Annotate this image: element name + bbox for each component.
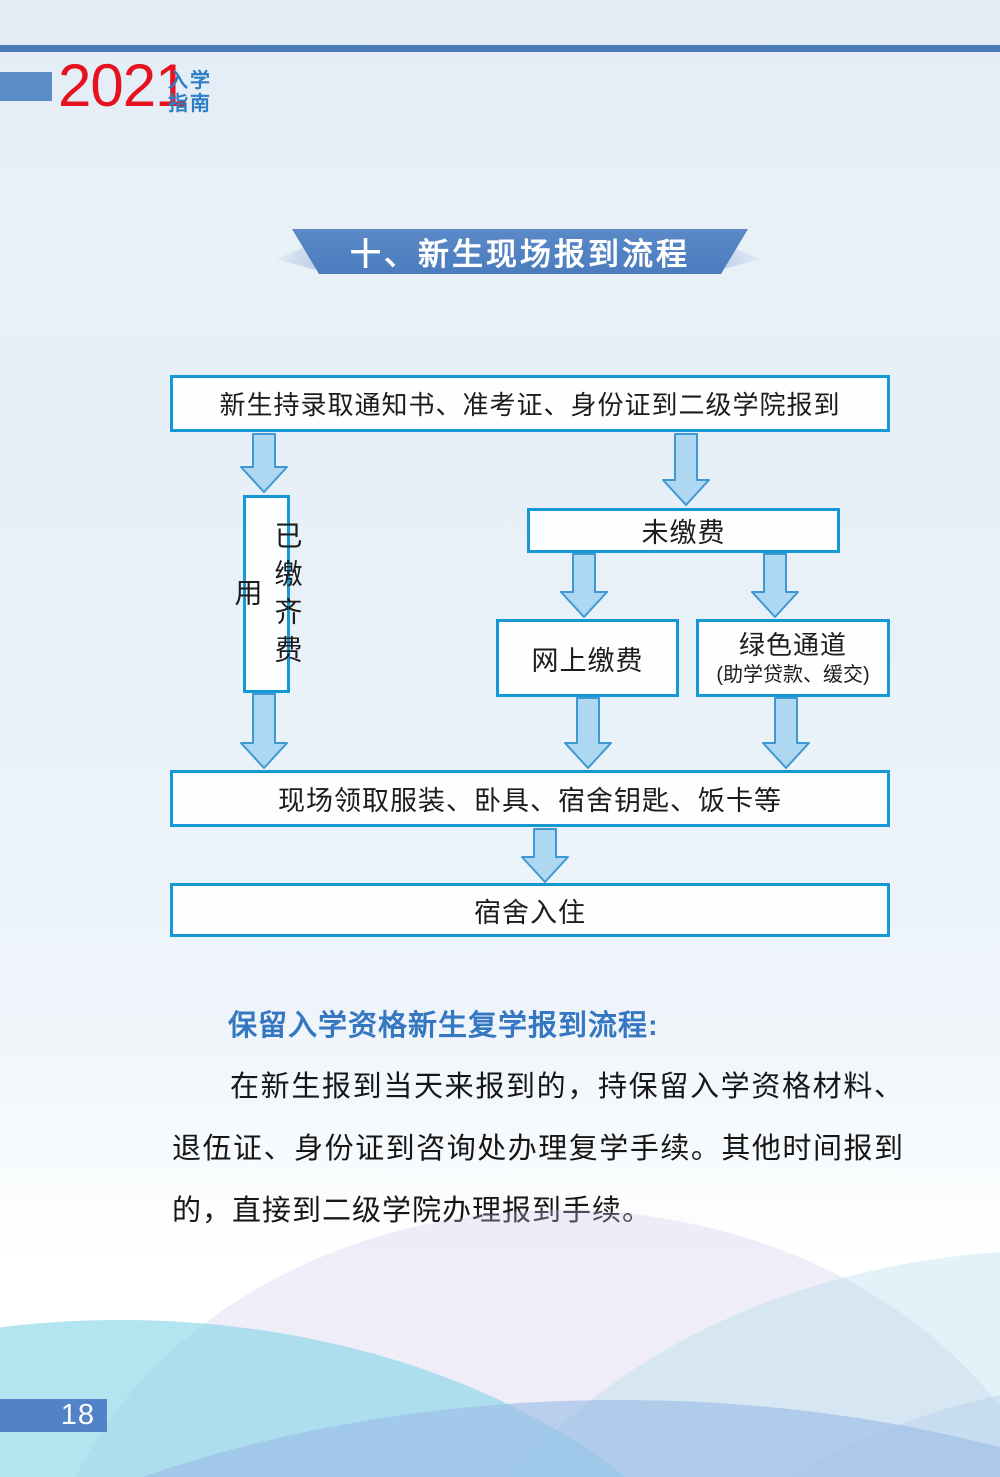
flow-node-dorm-checkin: 宿舍入住 [170, 883, 890, 937]
arrow-paid-to-collect [240, 693, 288, 769]
header-subtitle-line2: 指南 [168, 93, 212, 115]
arrow-collect-to-dorm [521, 828, 569, 883]
flow-node-unpaid: 未缴费 [527, 508, 840, 553]
header-subtitle: 入学 指南 [168, 70, 212, 116]
flow-node-paid-in-full: 已缴齐费用 [232, 495, 303, 693]
green-channel-sublabel: (助学贷款、缓交) [716, 663, 870, 686]
subsection-heading: 保留入学资格新生复学报到流程: [228, 1010, 659, 1042]
section-title-banner: 十、新生现场报到流程 [292, 229, 748, 274]
arrow-unpaid-to-green [751, 553, 799, 618]
arrow-report-to-unpaid [662, 433, 710, 506]
flow-node-collect-items: 现场领取服装、卧具、宿舍钥匙、饭卡等 [170, 770, 890, 827]
subsection-paragraph: 在新生报到当天来报到的，持保留入学资格材料、退伍证、身份证到咨询处办理复学手续。… [172, 1071, 904, 1227]
green-channel-label: 绿色通道 [738, 629, 847, 660]
header-accent-block [0, 72, 52, 101]
footer-wave-decoration [0, 1210, 1000, 1477]
arrow-green-to-collect [762, 697, 810, 769]
header-subtitle-line1: 入学 [168, 70, 212, 92]
header-year: 2021 [58, 52, 188, 119]
flow-node-report: 新生持录取通知书、准考证、身份证到二级学院报到 [170, 375, 890, 432]
flow-node-green-channel: 绿色通道 (助学贷款、缓交) [696, 619, 890, 697]
arrow-report-to-paid [240, 433, 288, 493]
arrow-unpaid-to-online [560, 553, 608, 618]
page-number-badge: 18 [0, 1399, 107, 1432]
arrow-online-to-collect [564, 697, 612, 769]
flow-node-online-payment: 网上缴费 [496, 619, 679, 697]
header-rule [0, 45, 1000, 52]
